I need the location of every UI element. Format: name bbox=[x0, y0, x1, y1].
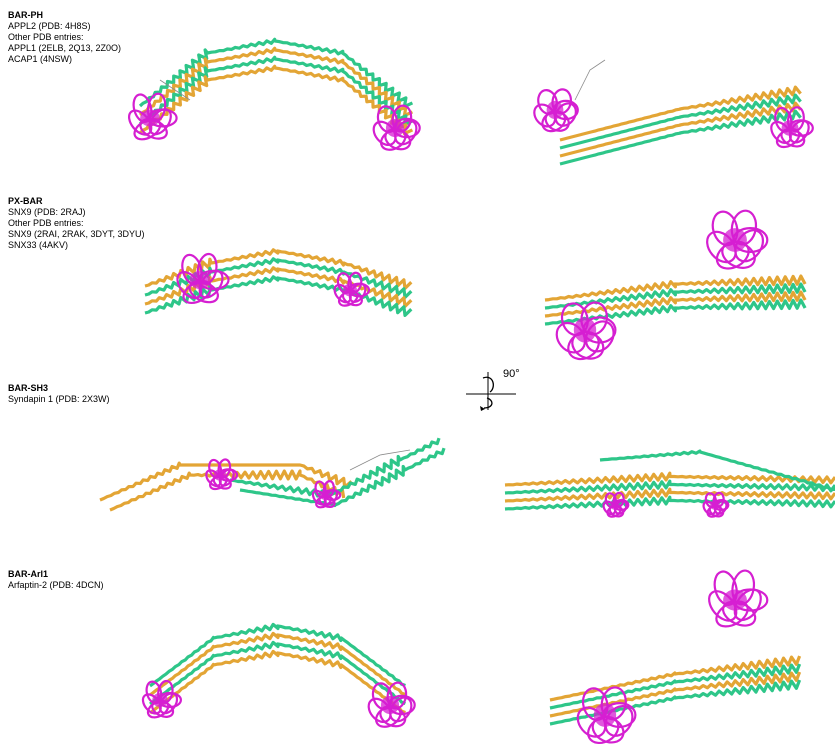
helix-ribbon bbox=[550, 656, 800, 700]
px-domain-top bbox=[701, 209, 768, 274]
ph-domain-right bbox=[369, 104, 420, 154]
helix-ribbon bbox=[560, 95, 801, 148]
ph-domain-left-side bbox=[530, 88, 580, 135]
helix-ribbon bbox=[550, 672, 800, 716]
arl1-domain-top bbox=[704, 569, 768, 632]
helix-ribbon bbox=[550, 680, 800, 724]
helix-ribbon bbox=[550, 664, 800, 708]
helix-ribbon bbox=[545, 276, 805, 300]
helix-ribbon bbox=[600, 451, 835, 490]
px-domain-bottom bbox=[551, 300, 619, 364]
loop-segment bbox=[575, 60, 605, 100]
sh3-domain-right-side bbox=[701, 492, 729, 519]
rotation-label: 90° bbox=[503, 368, 520, 380]
helix-ribbon bbox=[150, 651, 405, 713]
